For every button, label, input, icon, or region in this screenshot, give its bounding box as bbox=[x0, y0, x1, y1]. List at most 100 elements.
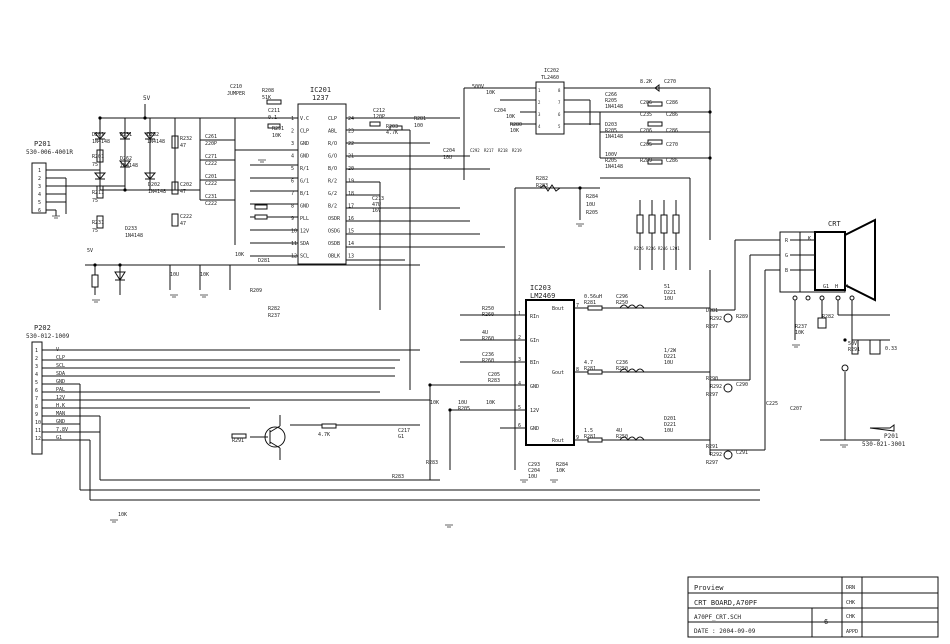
input-diode-network: 5V D201 1N4148 D231 D232 1N4148 D262 1N4… bbox=[90, 95, 250, 245]
svg-text:2: 2 bbox=[38, 176, 41, 182]
p202-signal-5: GND bbox=[56, 379, 65, 385]
ic203-pin-num-9: 9 bbox=[576, 435, 579, 441]
svg-text:D233: D233 bbox=[125, 226, 137, 232]
svg-text:C213: C213 bbox=[372, 196, 384, 202]
svg-text:R219: R219 bbox=[512, 148, 522, 153]
svg-text:1N4148: 1N4148 bbox=[605, 104, 623, 110]
svg-text:R284: R284 bbox=[556, 462, 568, 468]
date: DATE : 2004-09-09 bbox=[694, 628, 756, 635]
ic201-pin-num-23: 23 bbox=[348, 129, 354, 135]
ic201-pin-num-11: 11 bbox=[291, 241, 297, 247]
svg-text:H: H bbox=[835, 284, 838, 290]
svg-text:C261: C261 bbox=[205, 134, 217, 140]
svg-text:10U: 10U bbox=[170, 272, 179, 278]
svg-text:D281: D281 bbox=[258, 258, 270, 264]
board-title: CRT BOARD,A70PF bbox=[694, 599, 757, 607]
svg-text:D262: D262 bbox=[120, 156, 132, 162]
svg-text:0.56uH: 0.56uH bbox=[584, 294, 602, 300]
svg-text:R209: R209 bbox=[250, 288, 262, 294]
crt-heater-and-g1: R282 R237 10K 50V R291 0.33 C207 C225 bbox=[766, 314, 897, 441]
ic201-pin-11: SDA bbox=[300, 241, 309, 247]
ic201-pin-num-17: 17 bbox=[348, 204, 354, 210]
svg-text:R282: R282 bbox=[822, 314, 834, 320]
svg-text:6: 6 bbox=[38, 208, 41, 214]
p202-signal-7: 12V bbox=[56, 395, 65, 401]
svg-text:R246: R246 bbox=[658, 246, 668, 251]
svg-text:JUMPER: JUMPER bbox=[227, 91, 246, 97]
p202-pin-11: 11 bbox=[35, 428, 41, 434]
svg-text:47: 47 bbox=[180, 189, 186, 195]
svg-text:75: 75 bbox=[92, 198, 98, 204]
svg-text:C202: C202 bbox=[180, 182, 192, 188]
svg-text:100: 100 bbox=[414, 123, 423, 129]
svg-text:0.33: 0.33 bbox=[885, 346, 897, 352]
svg-text:C222: C222 bbox=[205, 161, 217, 167]
svg-text:C236: C236 bbox=[616, 360, 628, 366]
svg-text:R291: R291 bbox=[848, 347, 860, 353]
svg-text:R205: R205 bbox=[605, 158, 617, 164]
ic203-pin-num-2: 2 bbox=[518, 335, 521, 341]
svg-text:R291: R291 bbox=[706, 444, 718, 450]
ic201-pin-num-22: 22 bbox=[348, 141, 354, 147]
p202-signal-4: SDA bbox=[56, 371, 65, 377]
svg-text:R281: R281 bbox=[584, 300, 596, 306]
svg-text:R260: R260 bbox=[482, 312, 494, 318]
svg-text:K: K bbox=[808, 236, 811, 242]
svg-text:C231: C231 bbox=[205, 194, 217, 200]
ic202-resistor-ladder: 8.2K C270 C206 C286 C235 C286 C206 C286 … bbox=[600, 79, 711, 240]
svg-text:10K: 10K bbox=[556, 468, 565, 474]
ic201-pin-num-3: 3 bbox=[291, 141, 294, 147]
ic201-pin-24: CLP bbox=[328, 116, 337, 122]
svg-text:C236: C236 bbox=[482, 352, 494, 358]
p202-signal-10: GND bbox=[56, 419, 65, 425]
ic203-pin-num-3: 3 bbox=[518, 357, 521, 363]
svg-text:R297: R297 bbox=[706, 392, 718, 398]
p202-pin-1: 1 bbox=[35, 348, 38, 354]
svg-text:R208: R208 bbox=[262, 88, 274, 94]
p202-ref: P202 bbox=[34, 324, 51, 332]
svg-text:D281: D281 bbox=[706, 308, 718, 314]
lower-capacitors: 10K 10U R205 10K C293 C204 10U R284 10K … bbox=[118, 400, 568, 518]
ic201-pin-num-13: 13 bbox=[348, 254, 354, 260]
ic201-pin-num-14: 14 bbox=[348, 241, 354, 247]
svg-text:R282: R282 bbox=[536, 176, 548, 182]
svg-text:C217: C217 bbox=[398, 428, 410, 434]
svg-text:CHK: CHK bbox=[846, 600, 855, 606]
ic203-pin-num-8: 8 bbox=[576, 367, 579, 373]
svg-text:R260: R260 bbox=[482, 336, 494, 342]
svg-text:DRN: DRN bbox=[846, 585, 855, 591]
p202-signal-3: SCL bbox=[56, 363, 65, 369]
svg-text:R283: R283 bbox=[392, 474, 404, 480]
svg-text:100V: 100V bbox=[605, 152, 617, 158]
svg-text:8.2K: 8.2K bbox=[640, 79, 652, 85]
svg-text:R218: R218 bbox=[498, 148, 508, 153]
svg-text:CHK: CHK bbox=[846, 614, 855, 620]
svg-text:1.5: 1.5 bbox=[584, 428, 593, 434]
ic201-pin-7: B/1 bbox=[300, 191, 309, 197]
svg-text:47: 47 bbox=[180, 221, 186, 227]
svg-text:10K: 10K bbox=[430, 400, 439, 406]
company-name: Proview bbox=[694, 584, 724, 592]
svg-text:1N4148: 1N4148 bbox=[120, 163, 138, 169]
ic201-pin-13: OBLK bbox=[328, 254, 340, 260]
ic202-part: TL2460 bbox=[541, 75, 559, 81]
svg-text:D201: D201 bbox=[92, 132, 104, 138]
svg-text:6: 6 bbox=[558, 112, 561, 117]
svg-text:1: 1 bbox=[538, 88, 541, 93]
svg-text:1: 1 bbox=[38, 168, 41, 174]
svg-text:10U: 10U bbox=[528, 474, 537, 480]
p201-part: 530-006-4001R bbox=[26, 149, 73, 156]
svg-text:R289: R289 bbox=[736, 314, 748, 320]
svg-text:50V: 50V bbox=[848, 341, 857, 347]
ic203-part: LM2469 bbox=[530, 292, 555, 300]
svg-text:4: 4 bbox=[538, 124, 541, 129]
svg-text:R292: R292 bbox=[710, 452, 722, 458]
svg-text:R250: R250 bbox=[616, 366, 628, 372]
output-stage: 51 D221 10U 1/2W D221 10U D201 D221 10U … bbox=[664, 239, 780, 466]
svg-text:D203: D203 bbox=[605, 122, 617, 128]
ic201-pin-num-6: 6 bbox=[291, 179, 294, 185]
svg-text:R281: R281 bbox=[584, 366, 596, 372]
svg-text:C211: C211 bbox=[268, 108, 280, 114]
svg-text:R211: R211 bbox=[92, 190, 104, 196]
